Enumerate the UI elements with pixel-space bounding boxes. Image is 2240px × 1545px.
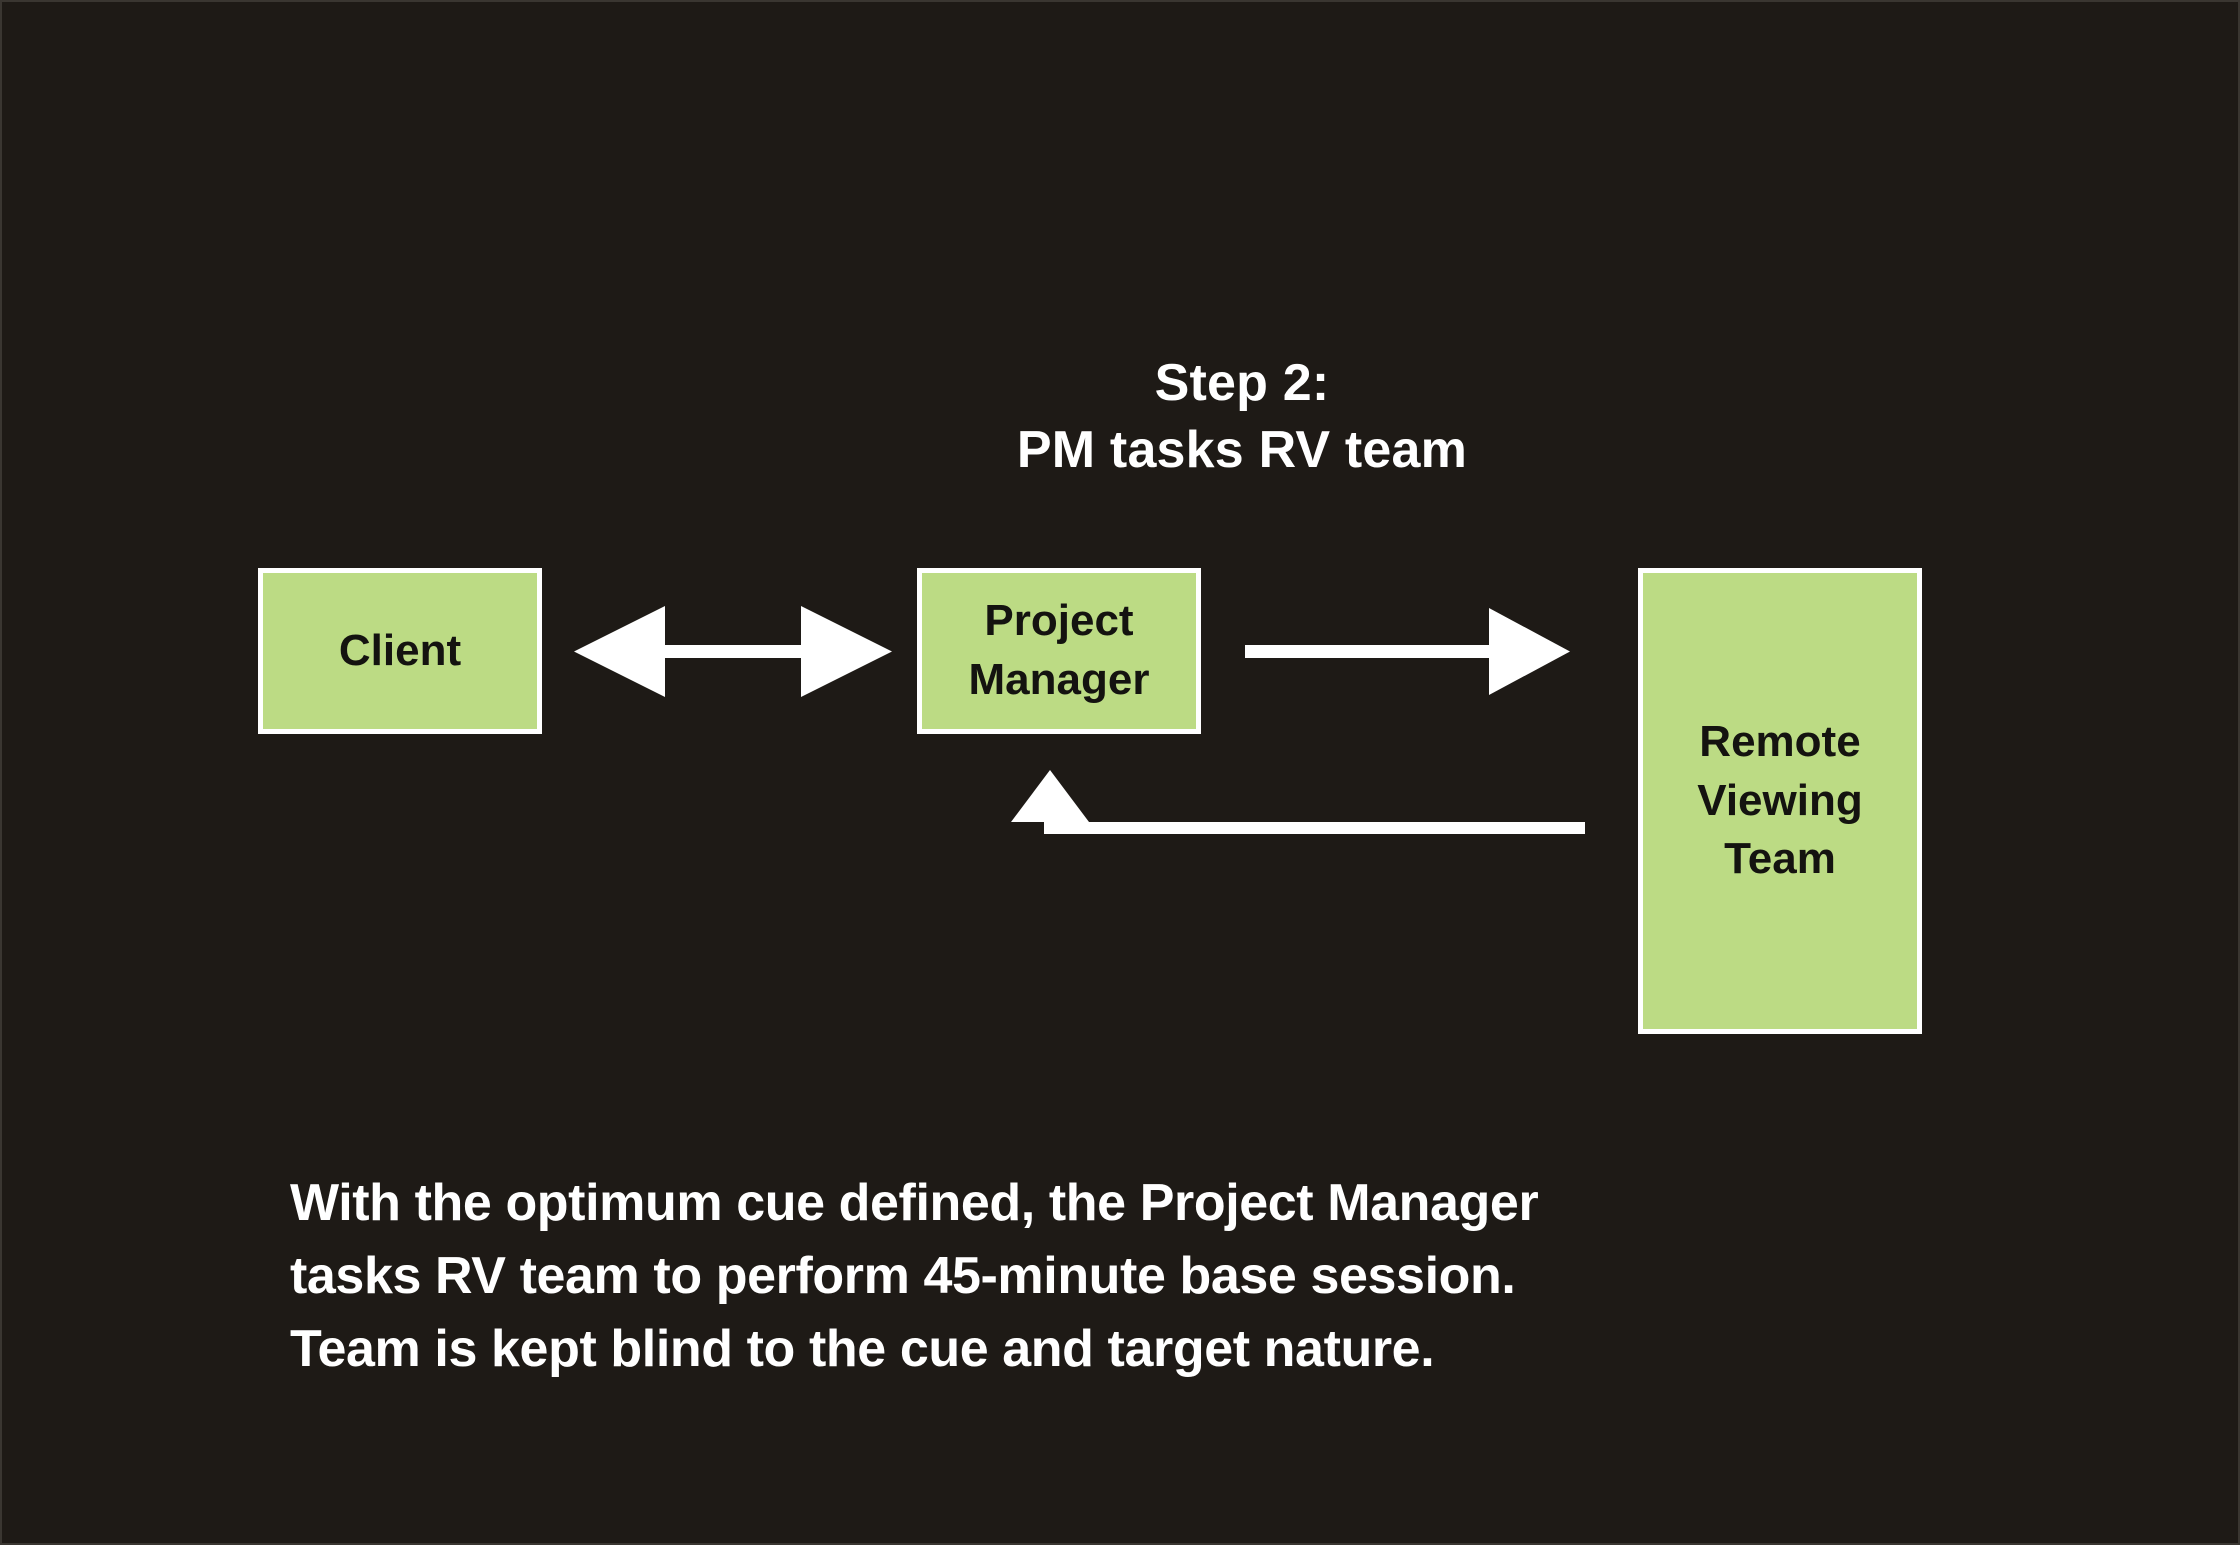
node-project-manager-label: Project Manager xyxy=(961,592,1158,709)
node-pm-label-line-1: Project xyxy=(984,596,1134,646)
node-client[interactable]: Client xyxy=(258,568,542,734)
node-rv-label-line-3: Team xyxy=(1724,834,1836,884)
caption-text: With the optimum cue defined, the Projec… xyxy=(290,1167,1710,1385)
node-project-manager[interactable]: Project Manager xyxy=(917,568,1201,734)
node-rv-label-line-2: Viewing xyxy=(1697,775,1863,825)
title-line-1: Step 2: xyxy=(1154,354,1330,412)
caption-line-2: tasks RV team to perform 45-minute base … xyxy=(290,1246,1516,1305)
caption-line-1: With the optimum cue defined, the Projec… xyxy=(290,1174,1539,1232)
title-line-2: PM tasks RV team xyxy=(1016,420,1468,479)
rv-to-pm-feedback-arrow xyxy=(1011,770,1585,834)
page-title: Step 2: PM tasks RV team xyxy=(862,350,1622,483)
pm-to-rv-arrow xyxy=(1245,608,1570,695)
node-rv-label-line-1: Remote xyxy=(1699,717,1861,767)
caption-line-3: Team is kept blind to the cue and target… xyxy=(290,1319,1435,1378)
node-pm-label-line-2: Manager xyxy=(968,655,1150,704)
node-remote-viewing-team-label: Remote Viewing Team xyxy=(1689,713,1870,889)
node-remote-viewing-team[interactable]: Remote Viewing Team xyxy=(1638,568,1922,1034)
client-to-pm-double-arrow xyxy=(574,606,892,697)
node-client-label: Client xyxy=(338,625,462,675)
